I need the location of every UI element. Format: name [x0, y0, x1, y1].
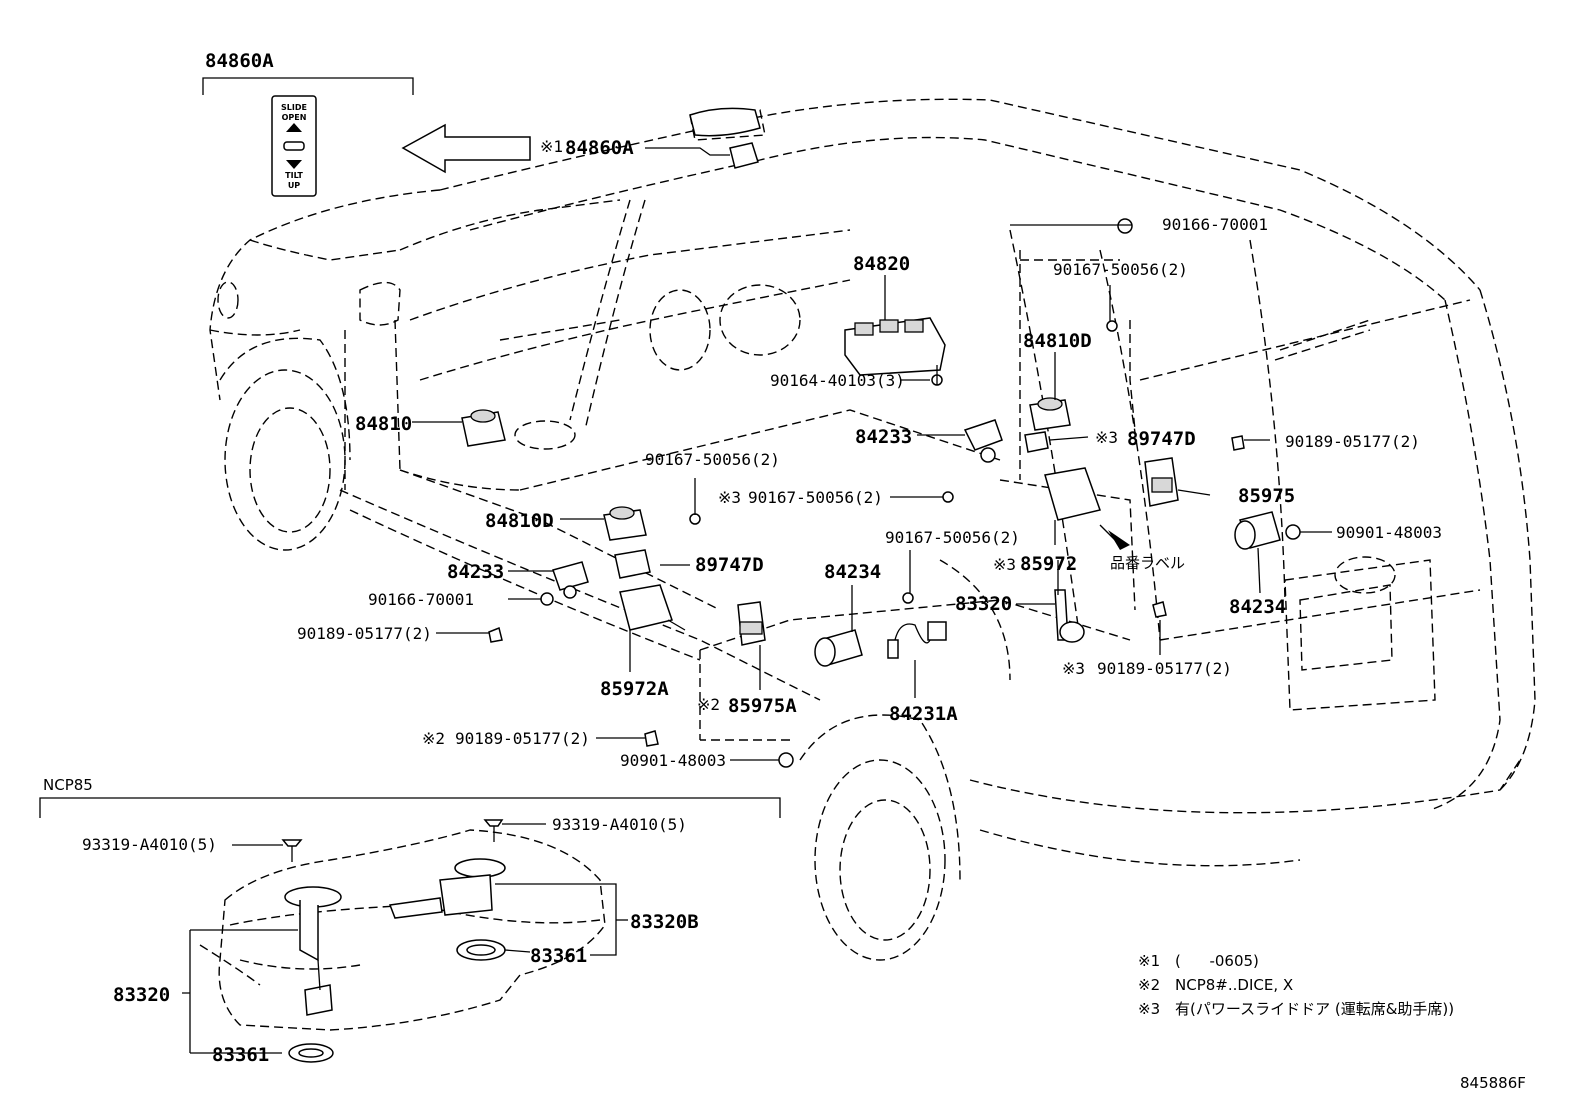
- mark-3-d: ※3: [1062, 659, 1085, 678]
- diagram-code: 845886F: [1460, 1074, 1526, 1092]
- mark-3-b: ※3: [718, 488, 741, 507]
- label-84810d-left: 84810D: [485, 510, 554, 532]
- label-85972: 85972: [1020, 553, 1077, 575]
- label-84233-left: 84233: [447, 561, 504, 583]
- label-85975: 85975: [1238, 485, 1295, 507]
- fuel-tank-section: [39, 797, 781, 1063]
- label-90167-left: 90167-50056(2): [645, 450, 780, 469]
- note-3-mark: ※3: [1138, 1000, 1160, 1018]
- label-93319-right: 93319-A4010(5): [552, 815, 687, 834]
- label-93319-left: 93319-A4010(5): [82, 835, 217, 854]
- label-90189-low: 90189-05177(2): [1097, 659, 1232, 678]
- label-83320-top: 83320: [955, 593, 1012, 615]
- mark-1: ※1: [540, 137, 563, 156]
- label-84234-right: 84234: [1229, 596, 1286, 618]
- part-shapes: [461, 107, 1301, 768]
- label-84233-right: 84233: [855, 426, 912, 448]
- label-84860a: 84860A: [565, 137, 634, 159]
- mark-2-a: ※2: [697, 695, 720, 714]
- note-2-mark: ※2: [1138, 976, 1160, 994]
- label-84820: 84820: [853, 253, 910, 275]
- note-2-text: NCP8#..DICE, X: [1175, 976, 1293, 994]
- label-90166-top: 90166-70001: [1162, 215, 1268, 234]
- label-84234-center: 84234: [824, 561, 881, 583]
- label-89747d-left: 89747D: [695, 554, 764, 576]
- label-90189-right: 90189-05177(2): [1285, 432, 1420, 451]
- label-90901-right: 90901-48003: [1336, 523, 1442, 542]
- label-90167-top: 90167-50056(2): [1053, 260, 1188, 279]
- part-number-label: 品番ラベル: [1110, 554, 1185, 572]
- label-84810d-right: 84810D: [1023, 330, 1092, 352]
- label-90901-bottom: 90901-48003: [620, 751, 726, 770]
- note-3-text: 有(パワースライドドア (運転席&助手席)): [1175, 1000, 1454, 1018]
- mark-3-c: ※3: [993, 555, 1016, 574]
- label-83361-b: 83361: [212, 1044, 269, 1066]
- mark-3-a: ※3: [1095, 428, 1118, 447]
- section-ncp85: NCP85: [43, 776, 93, 794]
- label-83320-tank: 83320: [113, 984, 170, 1006]
- svg-text:UP: UP: [288, 181, 300, 190]
- switch-panel-detail: SLIDE OPEN TILT UP: [202, 77, 531, 197]
- slide-open-label: SLIDE: [281, 103, 307, 112]
- label-90166-left: 90166-70001: [368, 590, 474, 609]
- label-89747d-right: 89747D: [1127, 428, 1196, 450]
- note-1-mark: ※1: [1138, 952, 1160, 970]
- label-84231a: 84231A: [889, 703, 958, 725]
- label-83320b: 83320B: [630, 911, 699, 933]
- leader-lines: [412, 224, 1332, 761]
- vehicle-outline: [209, 98, 1536, 961]
- label-90164: 90164-40103(3): [770, 371, 905, 390]
- label-84810: 84810: [355, 413, 412, 435]
- label-90167-mid: 90167-50056(2): [748, 488, 883, 507]
- label-90167-low: 90167-50056(2): [885, 528, 1020, 547]
- label-85975a: 85975A: [728, 695, 797, 717]
- label-83361-a: 83361: [530, 945, 587, 967]
- label-90189-bottom: 90189-05177(2): [455, 729, 590, 748]
- mark-2-b: ※2: [422, 729, 445, 748]
- part-labels: 84860A ※1 84860A 84820 90164-40103(3) 84…: [43, 50, 1442, 1066]
- label-84860a-header: 84860A: [205, 50, 274, 72]
- tilt-up-label: TILT: [285, 171, 303, 180]
- note-1-text: ( -0605): [1175, 952, 1259, 970]
- footnotes: ※1 ( -0605) ※2 NCP8#..DICE, X ※3 有(パワースラ…: [1138, 952, 1526, 1092]
- label-85972a: 85972A: [600, 678, 669, 700]
- svg-text:OPEN: OPEN: [282, 113, 307, 122]
- label-90189-left: 90189-05177(2): [297, 624, 432, 643]
